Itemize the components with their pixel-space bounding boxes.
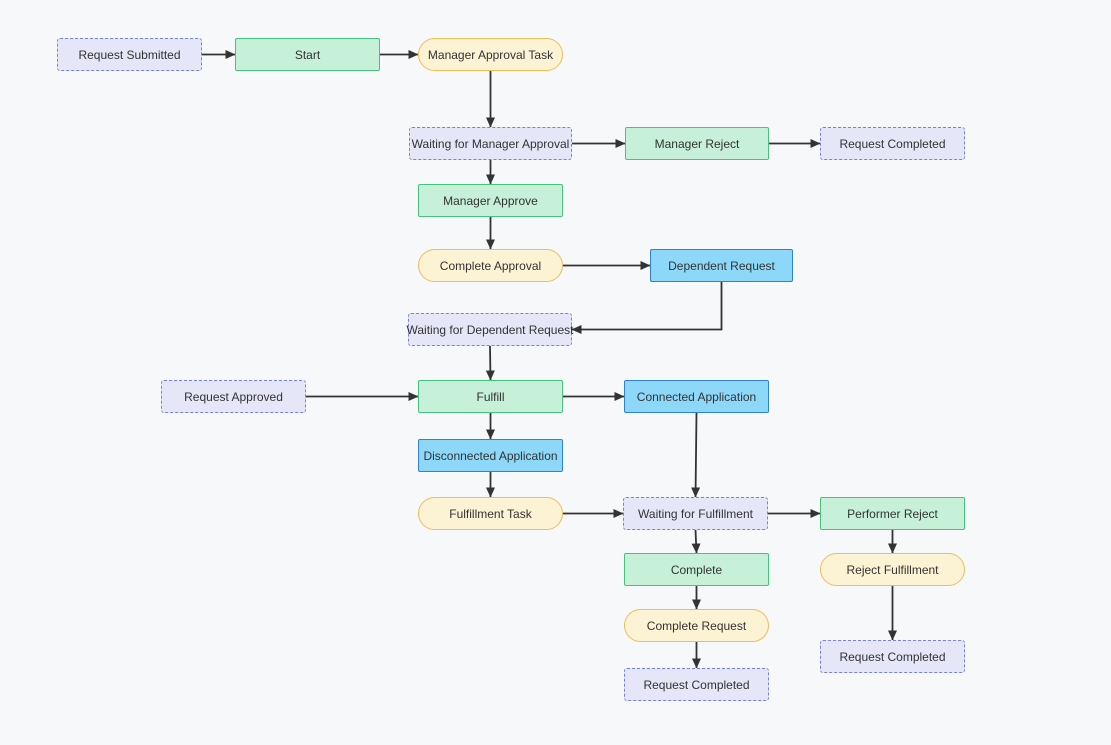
node-label: Fulfill: [476, 389, 505, 404]
node-label: Request Completed: [839, 136, 946, 151]
node-waiting-manager-approval[interactable]: Waiting for Manager Approval: [409, 127, 572, 160]
node-waiting-dependent-request[interactable]: Waiting for Dependent Request: [406, 313, 574, 346]
node-label: Fulfillment Task: [449, 506, 532, 521]
node-label: Start: [294, 47, 321, 62]
node-complete[interactable]: Complete: [624, 553, 769, 586]
node-label: Waiting for Fulfillment: [638, 506, 753, 521]
edge-connected-application-to-waiting-fulfillment: [691, 412, 701, 498]
node-label: Performer Reject: [847, 506, 938, 521]
node-performer-reject[interactable]: Performer Reject: [820, 497, 965, 530]
node-reject-fulfillment[interactable]: Reject Fulfillment: [820, 553, 965, 586]
node-label: Disconnected Application: [423, 448, 558, 463]
node-fulfill[interactable]: Fulfill: [418, 380, 563, 413]
node-label: Request Completed: [643, 677, 750, 692]
node-manager-reject[interactable]: Manager Reject: [625, 127, 769, 160]
node-manager-approval-task[interactable]: Manager Approval Task: [418, 38, 563, 71]
node-complete-approval[interactable]: Complete Approval: [418, 249, 563, 282]
node-request-completed-right[interactable]: Request Completed: [820, 640, 965, 673]
node-request-submitted[interactable]: Request Submitted: [57, 38, 202, 71]
node-request-completed-top[interactable]: Request Completed: [820, 127, 965, 160]
node-connected-application[interactable]: Connected Application: [624, 380, 769, 413]
node-label: Manager Reject: [654, 136, 740, 151]
node-disconnected-application[interactable]: Disconnected Application: [418, 439, 563, 472]
node-manager-approve[interactable]: Manager Approve: [418, 184, 563, 217]
edge-waiting-fulfillment-to-complete: [691, 529, 701, 554]
node-label: Waiting for Dependent Request: [406, 322, 574, 337]
node-dependent-request[interactable]: Dependent Request: [650, 249, 793, 282]
node-label: Complete Approval: [439, 258, 542, 273]
node-label: Request Submitted: [78, 47, 181, 62]
edge-dependent-request-to-waiting-dependent-request: [571, 282, 723, 334]
node-start[interactable]: Start: [235, 38, 380, 71]
node-label: Manager Approve: [443, 193, 538, 208]
node-label: Manager Approval Task: [427, 47, 554, 62]
node-label: Waiting for Manager Approval: [411, 136, 570, 151]
node-complete-request[interactable]: Complete Request: [624, 609, 769, 642]
node-request-completed-bottom[interactable]: Request Completed: [624, 668, 769, 701]
node-fulfillment-task[interactable]: Fulfillment Task: [418, 497, 563, 530]
node-label: Request Approved: [184, 389, 283, 404]
node-waiting-fulfillment[interactable]: Waiting for Fulfillment: [623, 497, 768, 530]
node-label: Complete: [670, 562, 723, 577]
node-label: Dependent Request: [668, 258, 775, 273]
node-label: Connected Application: [636, 389, 757, 404]
edge-waiting-dependent-request-to-fulfill: [485, 345, 495, 381]
node-request-approved[interactable]: Request Approved: [161, 380, 306, 413]
node-label: Complete Request: [646, 618, 747, 633]
node-label: Request Completed: [839, 649, 946, 664]
node-label: Reject Fulfillment: [846, 562, 939, 577]
